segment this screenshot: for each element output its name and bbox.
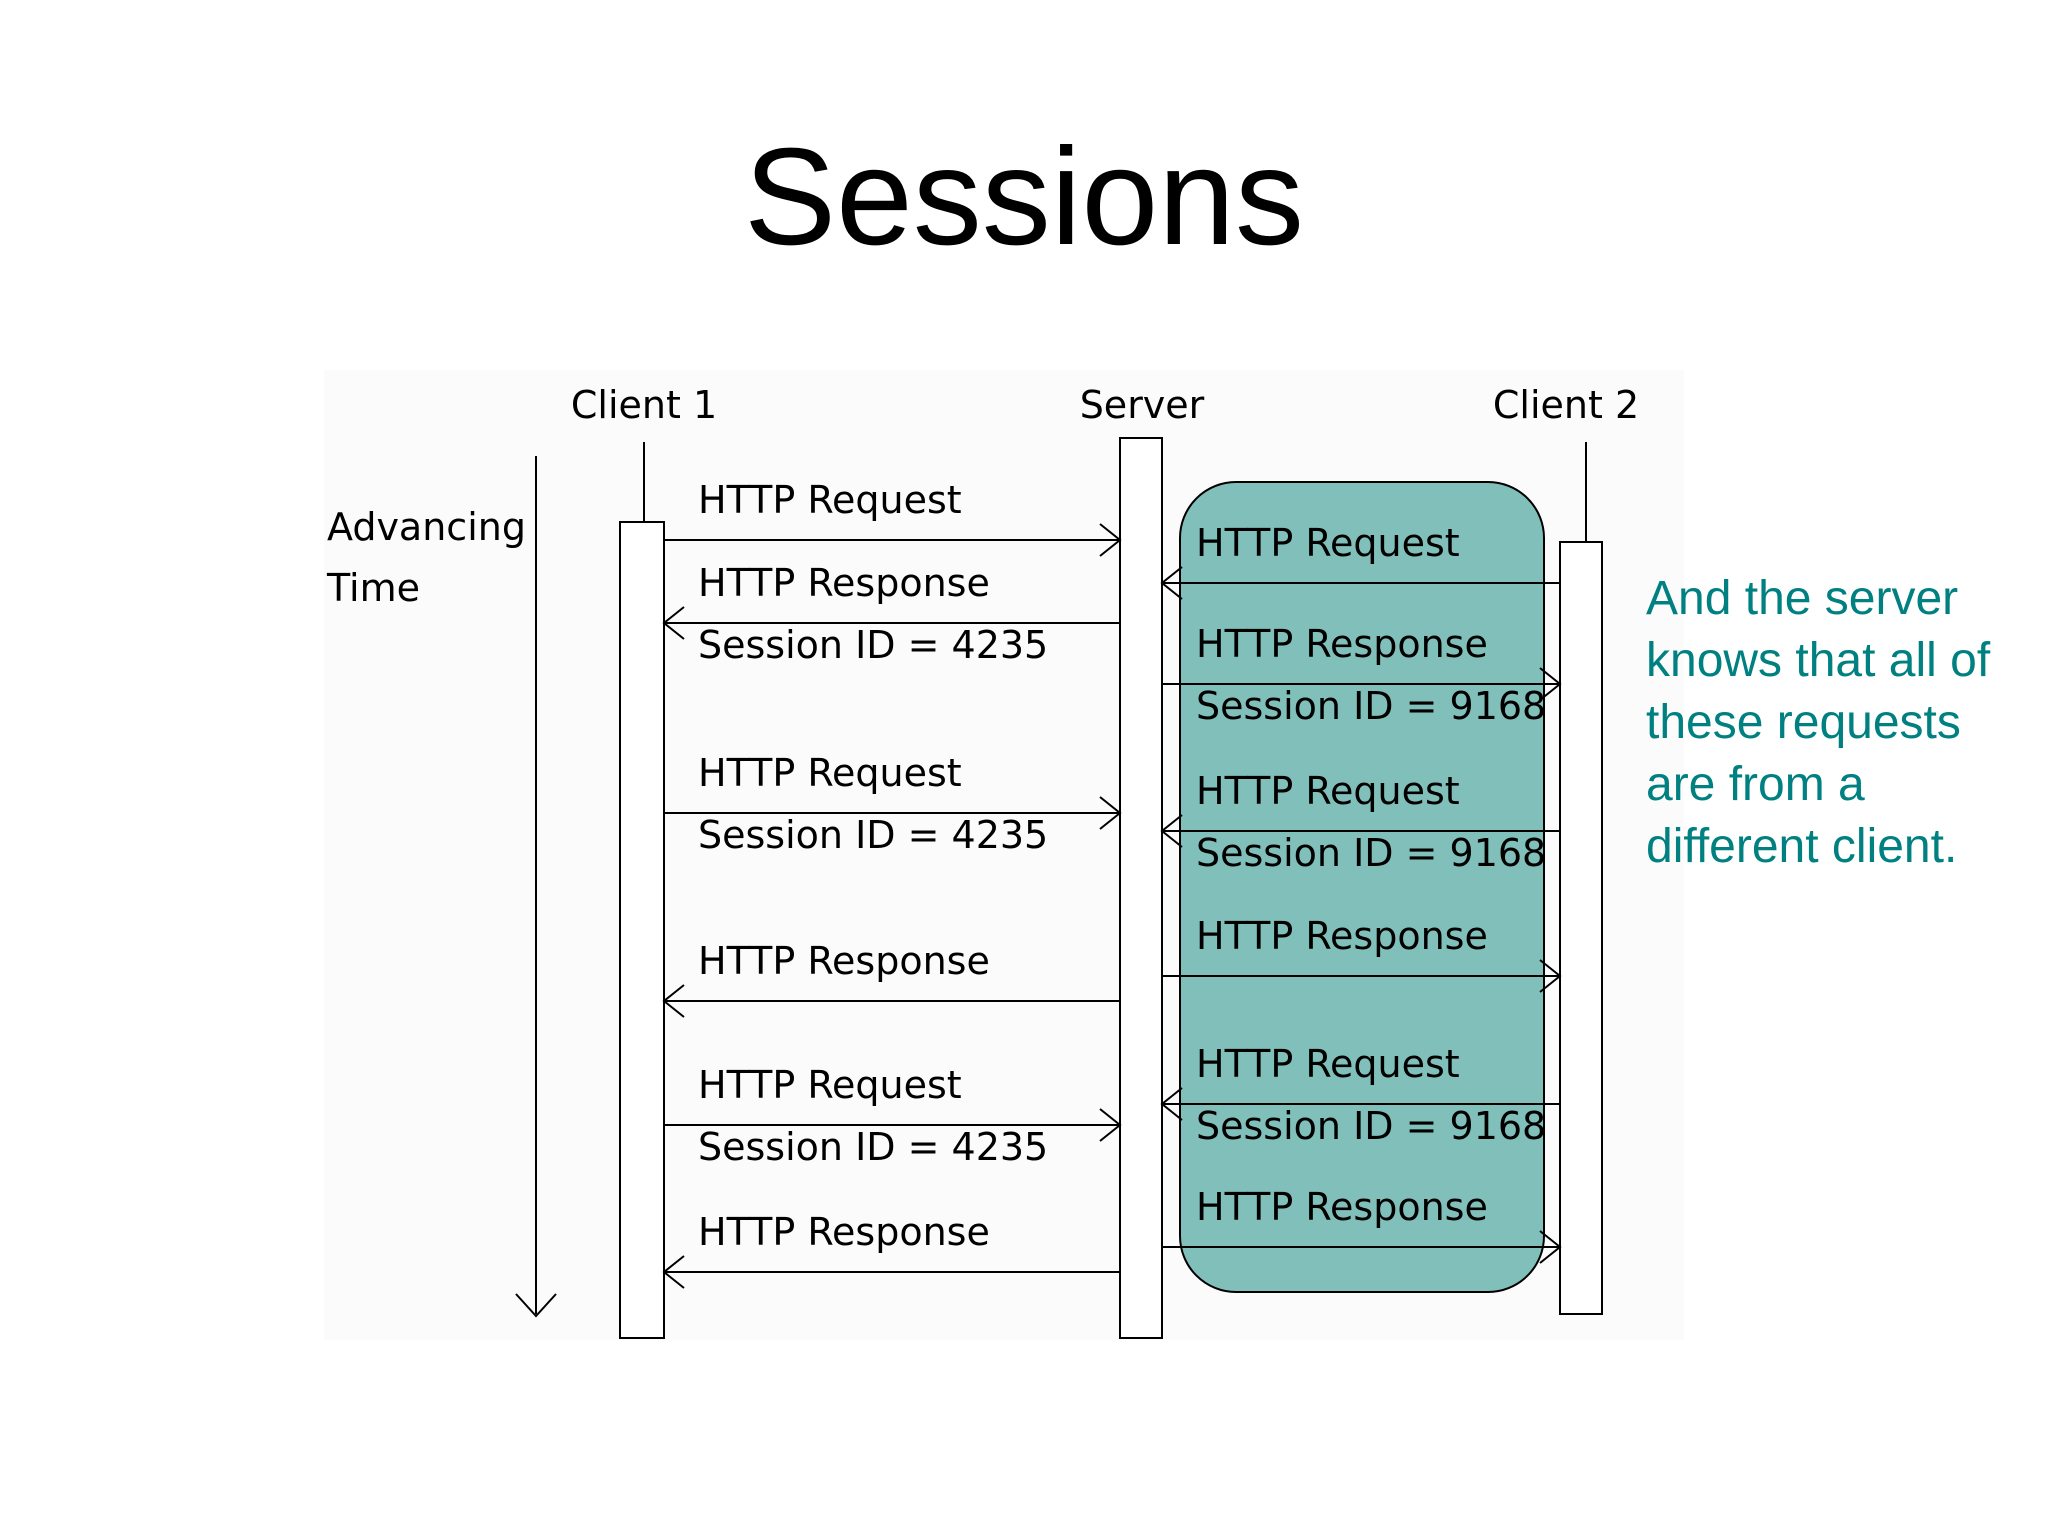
sequence-diagram: Client 1 Server Client 2 Advancing Time … [324,370,1684,1340]
client2-arrowhead [1160,566,1183,600]
client1-message-label: HTTP Request [698,751,962,795]
client2-highlight-region [1179,481,1545,1293]
time-arrowhead [515,1293,557,1318]
side-note: And the server knows that all of these r… [1646,572,1991,873]
client1-activation-bar [619,521,665,1339]
client2-message-label: HTTP Request [1196,521,1460,565]
client2-message-1: HTTP Request [1160,521,1560,600]
client2-session-id-label: Session ID = 9168 [1196,831,1546,875]
client1-arrowhead [1099,523,1122,557]
participant-server: Server [1080,383,1205,427]
participant-client2: Client 2 [1493,383,1639,427]
client1-message-1: HTTP Request [664,478,1122,557]
time-label-line1: Advancing [327,505,526,549]
client2-arrowhead [1539,1230,1562,1264]
client2-message-6: HTTP Response [1162,1185,1562,1264]
client1-session-id-label: Session ID = 4235 [698,623,1048,667]
client1-arrowhead [662,984,685,1018]
client1-session-id-label: Session ID = 4235 [698,1125,1048,1169]
time-label-line2: Time [326,566,420,610]
client1-message-label: HTTP Response [698,1210,990,1254]
client2-arrowhead [1539,959,1562,993]
client1-arrowhead [662,606,685,640]
client1-message-4: HTTP Response [662,939,1120,1018]
client2-session-id-label: Session ID = 9168 [1196,1104,1546,1148]
participant-client1: Client 1 [571,383,717,427]
client1-session-id-label: Session ID = 4235 [698,813,1048,857]
client1-message-label: HTTP Request [698,478,962,522]
client2-message-label: HTTP Request [1196,1042,1460,1086]
client2-activation-bar [1559,541,1603,1315]
client1-message-label: HTTP Response [698,939,990,983]
client2-arrowhead [1160,814,1183,848]
client2-message-label: HTTP Response [1196,1185,1488,1229]
client2-message-4: HTTP Response [1162,914,1562,993]
client2-arrowhead [1539,667,1562,701]
client2-message-label: HTTP Response [1196,622,1488,666]
client2-message-label: HTTP Request [1196,769,1460,813]
client2-arrowhead [1160,1087,1183,1121]
server-activation-bar [1119,437,1163,1339]
client1-arrowhead [662,1255,685,1289]
slide-title: Sessions [744,120,1304,274]
client1-message-6: HTTP Response [662,1210,1120,1289]
client1-message-label: HTTP Response [698,561,990,605]
client2-message-label: HTTP Response [1196,914,1488,958]
client1-arrowhead [1099,1108,1122,1142]
client1-message-label: HTTP Request [698,1063,962,1107]
client1-arrowhead [1099,796,1122,830]
client2-session-id-label: Session ID = 9168 [1196,684,1546,728]
